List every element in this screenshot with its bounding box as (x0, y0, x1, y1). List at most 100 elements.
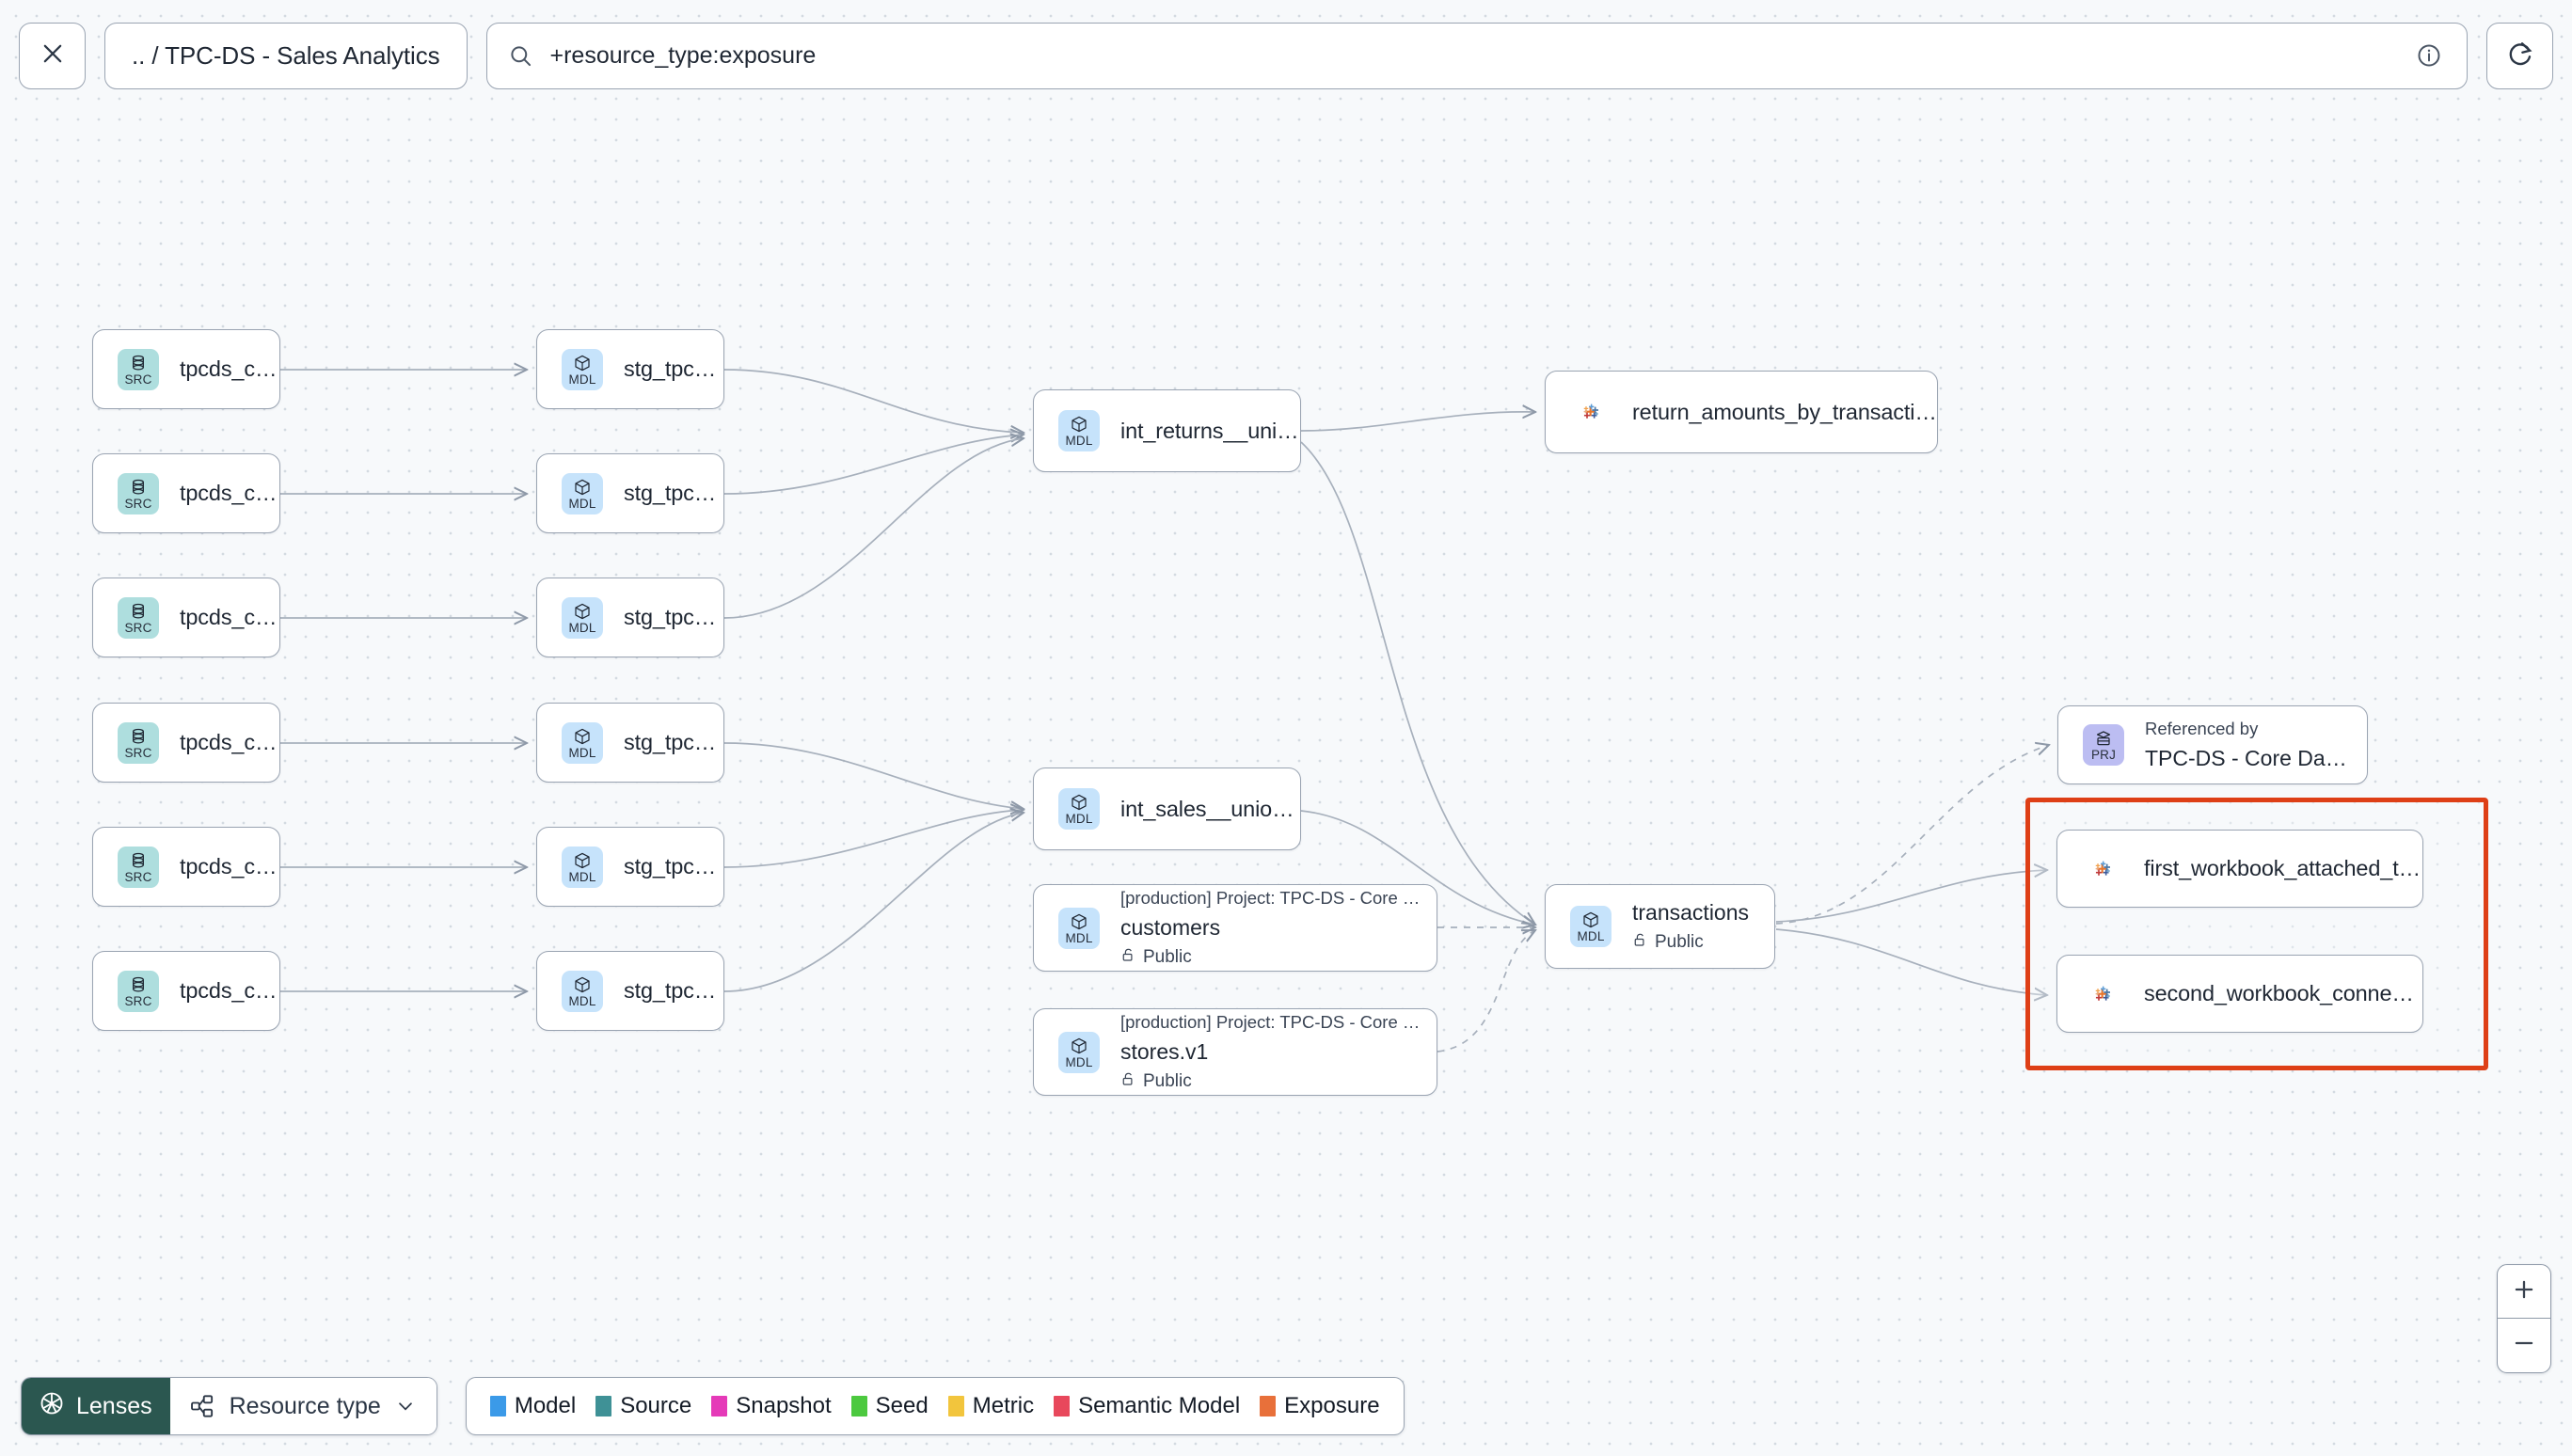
node-label: first_workbook_attached_to_tpc-ds_-_... (2144, 856, 2422, 880)
unlock-icon (1120, 1071, 1136, 1093)
search-icon (508, 43, 533, 69)
legend-label: Model (514, 1393, 577, 1418)
legend-item-semantic-model[interactable]: Semantic Model (1054, 1393, 1240, 1419)
node-label: tpcds_core.store_sales (180, 854, 279, 878)
cube-icon: MDL (1058, 410, 1100, 451)
legend-label: Source (620, 1393, 692, 1418)
breadcrumb-label: .. / TPC-DS - Sales Analytics (132, 40, 440, 70)
node-subtitle: [production] Project: TPC-DS - Core Data… (1120, 887, 1421, 908)
node-visibility-label: Public (1143, 1071, 1192, 1091)
legend-label: Seed (875, 1393, 929, 1418)
legend-item-metric[interactable]: Metric (947, 1393, 1035, 1419)
node-label: tpcds_core.catalog_sales (180, 730, 279, 754)
legend-label: Semantic Model (1078, 1393, 1241, 1418)
cube-icon: MDL (1058, 788, 1100, 830)
node-subtitle: Referenced by (2145, 719, 2259, 738)
cube-icon: MDL (1570, 906, 1611, 947)
aperture-icon (39, 1390, 65, 1423)
graph-node-src_web_returns[interactable]: SRC tpcds_core.web_returns (92, 578, 280, 657)
legend-label: Metric (972, 1393, 1035, 1418)
hierarchy-icon (189, 1393, 215, 1419)
cube-icon: MDL (562, 970, 603, 1012)
unlock-icon (1632, 932, 1648, 954)
graph-node-stores_v1[interactable]: MDL [production] Project: TPC-DS - Core D… (1033, 1008, 1437, 1096)
lenses-control[interactable]: Lenses Resource type (21, 1377, 437, 1435)
cube-icon: MDL (1058, 1031, 1100, 1073)
legend-label: Snapshot (736, 1393, 832, 1418)
lenses-label: Lenses (76, 1392, 152, 1419)
database-icon: SRC (118, 348, 159, 390)
node-label: tpcds_core.web_returns (180, 605, 279, 629)
database-icon: SRC (118, 970, 159, 1012)
node-label: tpcds_core.web_sales (180, 978, 279, 1003)
refresh-button[interactable] (2486, 22, 2553, 89)
zoom-out-button[interactable] (2498, 1319, 2550, 1372)
breadcrumb[interactable]: .. / TPC-DS - Sales Analytics (104, 22, 468, 89)
cube-icon: MDL (1058, 907, 1100, 949)
search-bar[interactable]: +resource_type:exposure (485, 22, 2468, 89)
graph-node-customers[interactable]: MDL [production] Project: TPC-DS - Core D… (1033, 884, 1437, 972)
resource-type-legend: Model Source Snapshot Seed Metric Semantic Mo… (465, 1377, 1405, 1435)
legend-item-exposure[interactable]: Exposure (1260, 1393, 1380, 1419)
cube-icon: MDL (562, 846, 603, 888)
node-label: int_sales__unioned (1120, 796, 1300, 821)
graph-node-return_amounts[interactable]: return_amounts_by_transaction_type (1545, 371, 1938, 453)
graph-node-second_workbook[interactable]: second_workbook_connected_to_live... (2056, 955, 2423, 1033)
graph-node-src_web_sales[interactable]: SRC tpcds_core.web_sales (92, 951, 280, 1031)
legend-item-source[interactable]: Source (595, 1393, 691, 1419)
legend-item-snapshot[interactable]: Snapshot (711, 1393, 832, 1419)
resource-type-label: Resource type (229, 1392, 381, 1419)
zoom-controls[interactable] (2497, 1264, 2551, 1373)
node-label: stg_tpcds_core__catalog_sales (624, 730, 723, 754)
legend-swatch (489, 1396, 506, 1416)
node-visibility: Public (1632, 932, 1749, 954)
node-label: stg_tpcds_core__store_returns (624, 481, 723, 505)
graph-node-int_sales_unioned[interactable]: MDL int_sales__unioned (1033, 768, 1301, 850)
legend-item-seed[interactable]: Seed (850, 1393, 929, 1419)
close-icon (40, 40, 66, 71)
cube-icon: MDL (562, 348, 603, 390)
search-input[interactable]: +resource_type:exposure (549, 41, 817, 69)
graph-node-src_store_returns[interactable]: SRC tpcds_core.store_returns (92, 453, 280, 533)
legend-swatch (595, 1396, 612, 1416)
graph-node-int_returns_unioned[interactable]: MDL int_returns__unioned (1033, 389, 1301, 472)
node-subtitle: [production] Project: TPC-DS - Core Data… (1120, 1011, 1421, 1032)
node-visibility-label: Public (1655, 932, 1704, 952)
close-button[interactable] (19, 22, 86, 89)
zoom-in-button[interactable] (2498, 1265, 2550, 1319)
database-icon: SRC (118, 596, 159, 639)
node-label: tpcds_core.catalog_returns (180, 356, 279, 381)
node-label: second_workbook_connected_to_live... (2144, 981, 2422, 1005)
node-label: stg_tpcds_core__store_sales (624, 854, 723, 878)
refresh-icon (2506, 40, 2534, 72)
cube-icon: MDL (562, 721, 603, 764)
legend-item-model[interactable]: Model (489, 1393, 577, 1419)
graph-node-stg_catalog_sales[interactable]: MDL stg_tpcds_core__catalog_sales (536, 703, 724, 783)
cube-icon: MDL (562, 472, 603, 514)
node-label: tpcds_core.store_returns (180, 481, 279, 505)
legend-swatch (947, 1396, 964, 1416)
database-icon: SRC (118, 472, 159, 514)
node-label: return_amounts_by_transaction_type (1632, 399, 1937, 424)
node-label: int_returns__unioned (1120, 418, 1300, 443)
resource-type-dropdown[interactable]: Resource type (169, 1378, 437, 1434)
node-label: stg_tpcds_core__web_returns (624, 605, 723, 629)
node-visibility: Public (1120, 1071, 1421, 1093)
legend-swatch (1054, 1396, 1071, 1416)
graph-node-first_workbook[interactable]: first_workbook_attached_to_tpc-ds_-_... (2056, 830, 2423, 908)
info-icon[interactable] (2416, 42, 2442, 69)
graph-node-stg_store_returns[interactable]: MDL stg_tpcds_core__store_returns (536, 453, 724, 533)
graph-node-stg_store_sales[interactable]: MDL stg_tpcds_core__store_sales (536, 827, 724, 907)
top-toolbar: .. / TPC-DS - Sales Analytics +resource_… (0, 0, 2572, 111)
chevron-down-icon (395, 1396, 416, 1416)
graph-node-src_catalog_returns[interactable]: SRC tpcds_core.catalog_returns (92, 329, 280, 409)
lenses-badge[interactable]: Lenses (22, 1378, 170, 1434)
